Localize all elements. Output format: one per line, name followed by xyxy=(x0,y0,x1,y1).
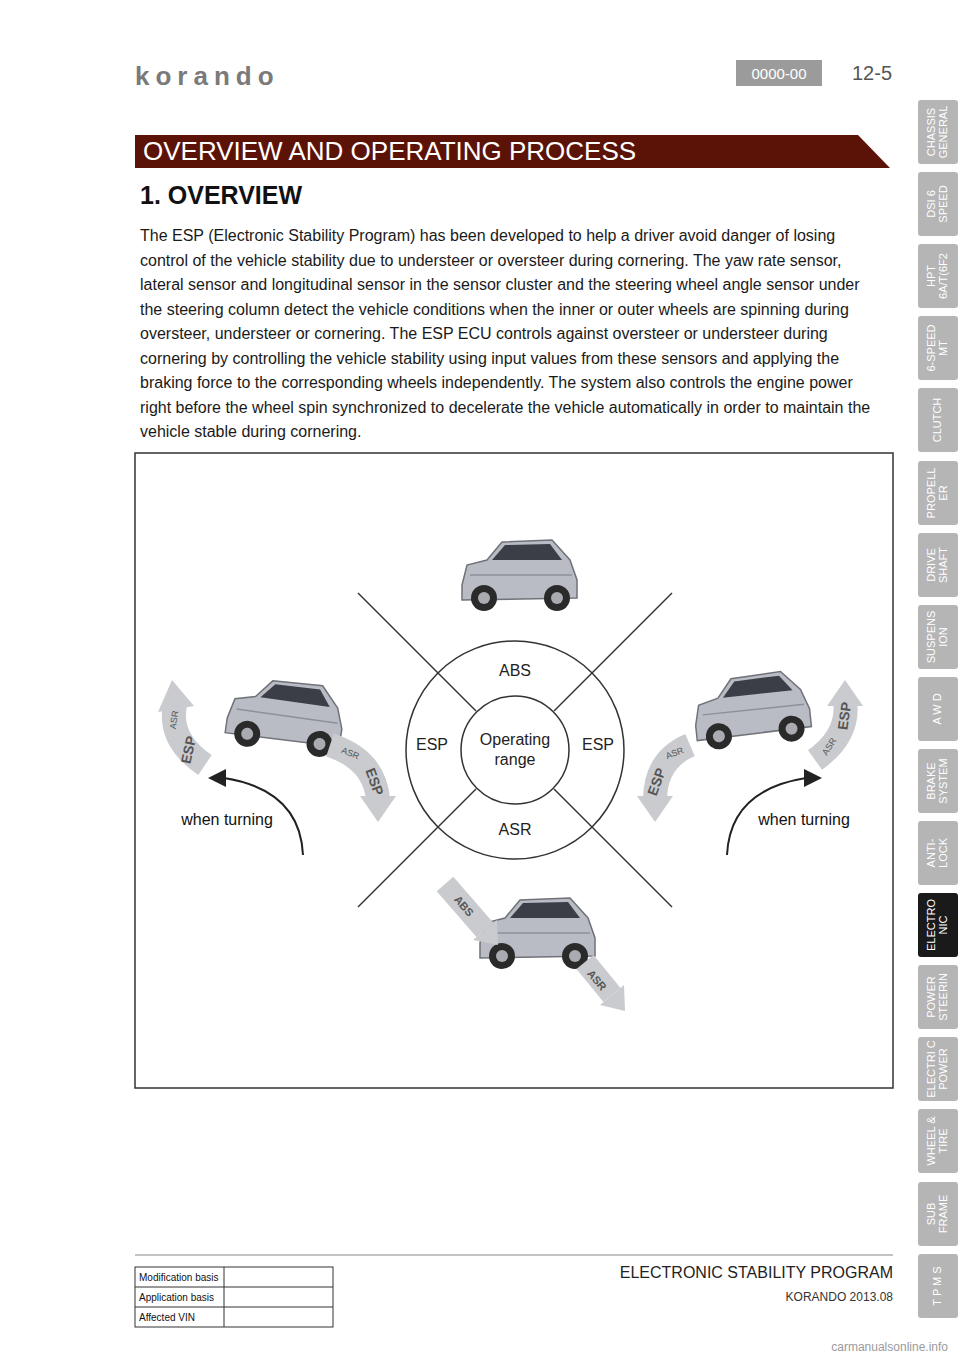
chapter-tab: DSI 6 SPEED xyxy=(918,172,958,236)
table-cell: Application basis xyxy=(139,1292,214,1303)
tab-label: PROPELL ER xyxy=(926,464,949,522)
chapter-tab: HPT 6A/T(6F2 xyxy=(918,244,958,308)
tab-label: 6-SPEED MT xyxy=(926,319,949,377)
tab-label: DRIVE SHAFT xyxy=(926,536,949,594)
system-label: ESP xyxy=(582,736,614,754)
system-label: ESP xyxy=(416,736,448,754)
table-border xyxy=(135,1267,333,1327)
control-tag: ESP xyxy=(362,766,386,798)
tab-label: ELECTRO NIC xyxy=(926,896,949,954)
table-cell: Modification basis xyxy=(139,1272,218,1283)
tab-label: A W D xyxy=(932,680,944,738)
chapter-tab: DRIVE SHAFT xyxy=(918,533,958,597)
chapter-tab: WHEEL & TIRE xyxy=(918,1109,958,1173)
code-label: 0000-00 xyxy=(751,65,806,82)
control-tag: ABS xyxy=(452,893,476,918)
turning-arrows xyxy=(208,769,822,855)
control-arrow-head xyxy=(473,920,498,945)
range-label: Operating range xyxy=(473,730,557,770)
control-tag: ASR xyxy=(340,746,361,762)
sector-line xyxy=(554,789,672,907)
body-paragraph: The ESP (Electronic Stability Program) h… xyxy=(140,224,885,445)
footer-model: KORANDO 2013.08 xyxy=(786,1291,893,1304)
tab-label: DSI 6 SPEED xyxy=(926,175,949,233)
sector-lines xyxy=(358,593,672,907)
footer-section-name: ELECTRONIC STABILITY PROGRAM xyxy=(620,1264,893,1282)
tab-label: HPT 6A/T(6F2 xyxy=(926,247,949,305)
table-rule xyxy=(135,1287,333,1288)
system-label: ASR xyxy=(499,821,532,839)
chapter-tab: SUB FRAME xyxy=(918,1182,958,1246)
watermark: carmanualsonline.info xyxy=(831,1341,948,1354)
tab-label: SUSPENS ION xyxy=(926,608,949,666)
chapter-tab: 6-SPEED MT xyxy=(918,316,958,380)
system-label: ABS xyxy=(499,662,531,680)
tab-label: CHASSIS GENERAL xyxy=(926,103,949,161)
chapter-tab: PROPELL ER xyxy=(918,461,958,525)
chapter-tab: ANTI- LOCK xyxy=(918,821,958,885)
turning-label: when turning xyxy=(758,811,850,829)
chapter-tab: BRAKE SYSTEM xyxy=(918,749,958,813)
control-arrow-band xyxy=(585,962,612,995)
page-number: 12-5 xyxy=(852,62,892,84)
page-title: OVERVIEW AND OPERATING PROCESS xyxy=(143,136,636,167)
control-arrow-head xyxy=(158,680,194,712)
section-code-box: 0000-00 xyxy=(736,60,822,86)
control-tag: ASR xyxy=(821,737,839,758)
operating-range-circle: Operating range xyxy=(460,695,570,805)
chapter-tab: POWER STEERIN xyxy=(918,965,958,1029)
control-arrow-heads xyxy=(158,680,863,1011)
chapter-tab: SUSPENS ION xyxy=(918,605,958,669)
turning-label: when turning xyxy=(181,811,273,829)
car-illustration xyxy=(691,669,813,752)
control-tag: ASR xyxy=(585,967,609,993)
control-range-ring: ABS ESP ESP ASR Operating range xyxy=(405,640,625,860)
circle-border xyxy=(461,696,569,804)
tab-label: POWER STEERIN xyxy=(926,968,949,1026)
control-arrow-head xyxy=(360,796,396,822)
figure-frame xyxy=(135,453,893,1088)
circle-outline xyxy=(460,695,570,805)
active-chapter-tab: ELECTRO NIC xyxy=(918,893,958,957)
tab-label: WHEEL & TIRE xyxy=(926,1112,949,1170)
title-banner xyxy=(135,135,890,168)
chapter-tab: CHASSIS GENERAL xyxy=(918,100,958,164)
turning-arrow-head xyxy=(804,769,822,787)
brand-logo: korando xyxy=(135,62,280,91)
control-tag: ESP xyxy=(179,735,200,766)
chapter-tab: T P M S xyxy=(918,1254,958,1318)
control-tag: ESP xyxy=(645,766,669,798)
tab-label: T P M S xyxy=(932,1257,944,1315)
sector-line xyxy=(554,593,672,711)
chapter-tab: CLUTCH xyxy=(918,388,958,452)
tab-label: BRAKE SYSTEM xyxy=(926,752,949,810)
control-tag: ASR xyxy=(169,710,181,730)
section-heading: 1. OVERVIEW xyxy=(140,182,302,210)
chapter-tab: A W D xyxy=(918,677,958,741)
control-arrow-band xyxy=(445,884,485,930)
control-arrow-head xyxy=(637,796,673,822)
footer-rule xyxy=(135,1255,893,1256)
control-tag: ESP xyxy=(835,701,854,731)
circle-border xyxy=(406,641,624,859)
car-illustration xyxy=(462,540,577,611)
control-arrows xyxy=(174,700,846,995)
tab-label: ELECTRI C POWER xyxy=(926,1040,949,1098)
turning-arrow-head xyxy=(208,769,226,787)
table-rule xyxy=(224,1267,225,1327)
tab-label: ANTI- LOCK xyxy=(926,824,949,882)
car-illustration xyxy=(224,673,348,759)
control-tag: ASR xyxy=(665,746,686,762)
tab-label: SUB FRAME xyxy=(926,1185,949,1243)
chapter-tab: ELECTRI C POWER xyxy=(918,1037,958,1101)
table-rule xyxy=(135,1307,333,1308)
sector-line xyxy=(358,593,476,711)
revision-table xyxy=(135,1267,333,1327)
tab-label: CLUTCH xyxy=(932,391,944,449)
table-cell: Affected VIN xyxy=(139,1312,195,1323)
